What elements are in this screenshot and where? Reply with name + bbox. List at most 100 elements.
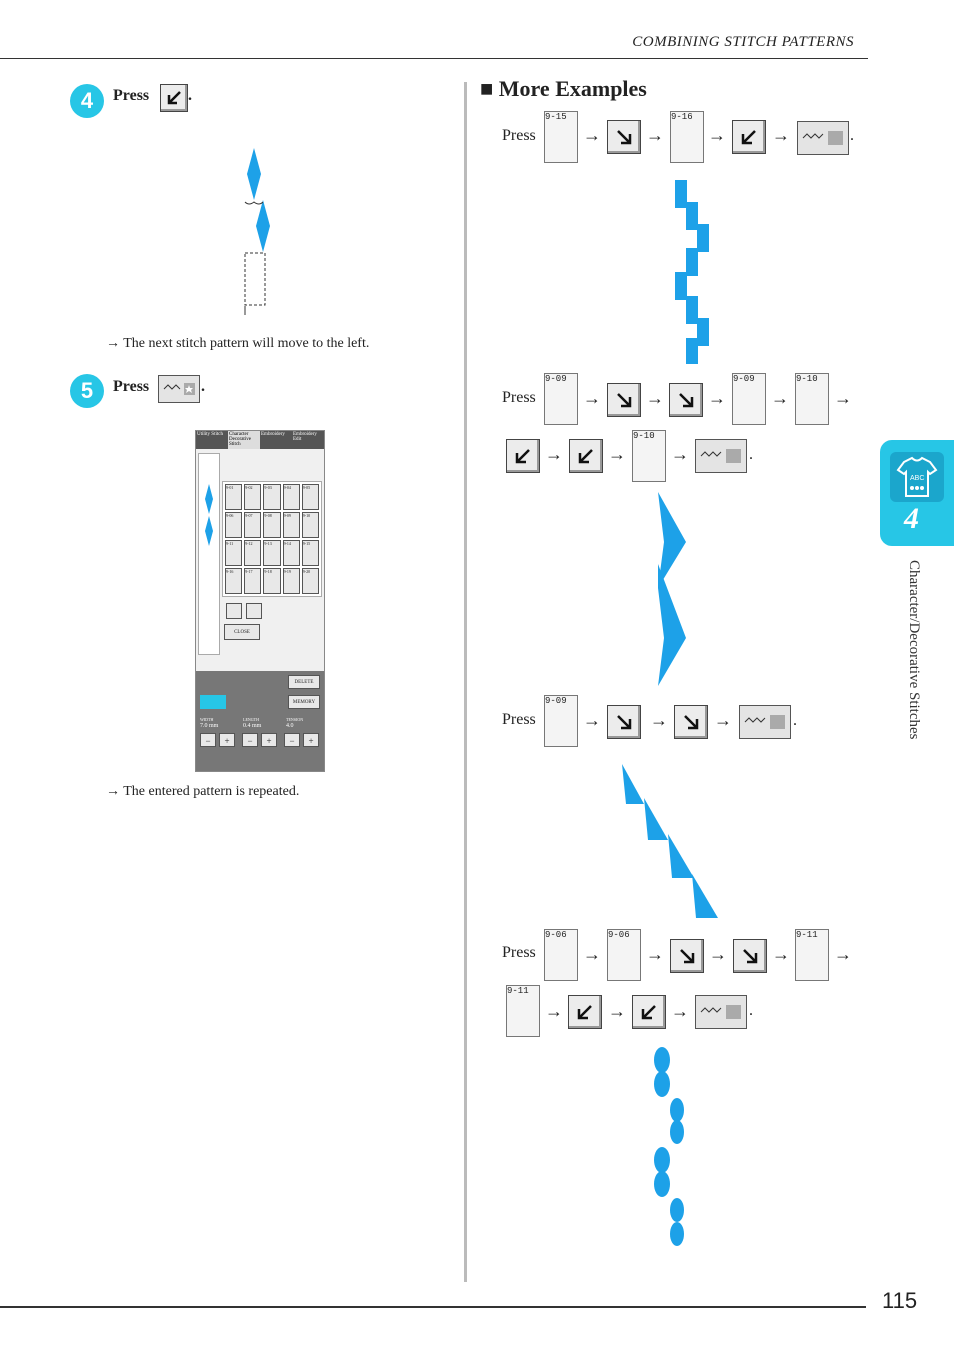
example-3-stitch-illustration <box>622 764 718 918</box>
memory-button[interactable]: MEMORY <box>288 695 320 709</box>
tshirt-icon: ABC <box>890 452 944 502</box>
screen-right-arrow-button[interactable] <box>246 603 262 619</box>
tab-embroidery[interactable]: Embroidery <box>261 432 285 437</box>
stitch-9-09-button[interactable]: 9-09 <box>732 373 766 425</box>
move-left-button[interactable] <box>732 120 766 154</box>
stitch-key[interactable]: 9-12 <box>244 540 262 566</box>
move-left-button[interactable] <box>160 84 188 112</box>
tab-utility[interactable]: Utility Stitch <box>197 432 223 437</box>
tension-minus-button[interactable]: − <box>284 733 300 747</box>
move-right-button[interactable] <box>670 939 704 973</box>
arrow-down-right-icon <box>743 949 758 964</box>
repeat-stitch-icon <box>802 131 843 145</box>
stitch-key[interactable]: 9-17 <box>244 568 262 594</box>
stitch-9-09-button[interactable]: 9-09 <box>544 695 578 747</box>
pattern-preview <box>198 453 220 655</box>
repeat-pattern-button[interactable] <box>739 705 791 739</box>
close-button[interactable]: CLOSE <box>224 624 260 640</box>
arrow: → <box>834 944 852 964</box>
more-examples-heading: ■ More Examples <box>480 76 647 101</box>
stitch-key[interactable]: 9-01 <box>225 484 243 510</box>
move-right-button[interactable] <box>674 705 708 739</box>
arrow: → <box>608 444 626 464</box>
move-right-button[interactable] <box>607 383 641 417</box>
stitch-key[interactable]: 9-15 <box>301 540 319 566</box>
stitch-9-06-button[interactable]: 9-06 <box>607 929 641 981</box>
arrow-down-left-icon <box>577 1005 592 1020</box>
arrow: → <box>583 388 601 408</box>
stitch-key[interactable]: 9-19 <box>282 568 300 594</box>
arrow: → <box>646 388 664 408</box>
arrow-down-right-icon <box>684 715 699 730</box>
arrow: → <box>834 388 852 408</box>
stitch-9-11-button[interactable]: 9-11 <box>795 929 829 981</box>
move-left-button[interactable] <box>568 995 602 1029</box>
move-right-button[interactable] <box>669 383 703 417</box>
stitch-key[interactable]: 9-05 <box>301 484 319 510</box>
stitch-9-06-button[interactable]: 9-06 <box>544 929 578 981</box>
stitch-key[interactable]: 9-16 <box>225 568 243 594</box>
stitch-key[interactable]: 9-09 <box>282 512 300 538</box>
example-1-press: Press <box>502 127 536 144</box>
move-left-button[interactable] <box>569 439 603 473</box>
stitch-9-09-button[interactable]: 9-09 <box>544 373 578 425</box>
stitch-key[interactable]: 9-03 <box>263 484 281 510</box>
arrow: → <box>646 944 664 964</box>
stitch-key[interactable]: 9-18 <box>263 568 281 594</box>
stitch-9-11-button[interactable]: 9-11 <box>506 985 540 1037</box>
move-right-button[interactable] <box>607 120 641 154</box>
tab-embroidery-edit[interactable]: Embroidery Edit <box>293 432 317 442</box>
move-left-button[interactable] <box>506 439 540 473</box>
example-1-stitch-illustration <box>675 180 709 364</box>
width-minus-button[interactable]: − <box>200 733 216 747</box>
repeat-stitch-icon <box>163 383 195 395</box>
stitch-key[interactable]: 9-08 <box>263 512 281 538</box>
length-minus-button[interactable]: − <box>242 733 258 747</box>
stitch-key[interactable]: 9-02 <box>244 484 262 510</box>
repeat-pattern-button[interactable] <box>695 439 747 473</box>
delete-button[interactable]: DELETE <box>288 675 320 689</box>
repeat-pattern-button[interactable] <box>695 995 747 1029</box>
width-value: 7.0 mm <box>200 723 219 729</box>
length-label: LENGTH <box>243 717 259 722</box>
tension-plus-button[interactable]: + <box>303 733 319 747</box>
repeat-pattern-button[interactable] <box>158 375 200 403</box>
stitch-key[interactable]: 9-06 <box>225 512 243 538</box>
stitch-key[interactable]: 9-20 <box>301 568 319 594</box>
period: . <box>749 446 753 463</box>
move-right-button[interactable] <box>607 705 641 739</box>
arrow: → <box>583 125 601 145</box>
stitch-key[interactable]: 9-13 <box>263 540 281 566</box>
move-right-button[interactable] <box>733 939 767 973</box>
arrow-down-left-icon <box>515 449 530 464</box>
step-4-note: → The next stitch pattern will move to t… <box>106 336 369 352</box>
stitch-key[interactable]: 9-10 <box>301 512 319 538</box>
repeat-pattern-button[interactable] <box>797 121 849 155</box>
stitch-9-10-button[interactable]: 9-10 <box>795 373 829 425</box>
step-5-badge: 5 <box>70 374 104 408</box>
chapter-label: Character/Decorative Stitches <box>906 560 922 740</box>
tension-label: TENSION <box>286 717 304 722</box>
screen-left-arrow-button[interactable] <box>226 603 242 619</box>
stitch-9-16-button[interactable]: 9-16 <box>670 111 704 163</box>
move-left-button[interactable] <box>632 995 666 1029</box>
stitch-key[interactable]: 9-14 <box>282 540 300 566</box>
stitch-key[interactable]: 9-07 <box>244 512 262 538</box>
period: . <box>749 1002 753 1019</box>
stitch-9-10-button[interactable]: 9-10 <box>632 430 666 482</box>
width-plus-button[interactable]: + <box>219 733 235 747</box>
stitch-key[interactable]: 9-04 <box>282 484 300 510</box>
arrow: → <box>671 444 689 464</box>
step-4-press: Press <box>113 87 150 104</box>
arrow: → <box>545 1001 563 1021</box>
repeat-stitch-icon <box>744 715 785 729</box>
selected-pattern-display <box>200 695 226 709</box>
page-number: 115 <box>882 1288 918 1313</box>
period: . <box>793 712 797 729</box>
tab-character[interactable]: Character Decorative Stitch <box>228 431 260 449</box>
arrow-down-left-icon <box>578 449 593 464</box>
stitch-9-15-button[interactable]: 9-15 <box>544 111 578 163</box>
arrow: → <box>583 710 601 730</box>
length-plus-button[interactable]: + <box>261 733 277 747</box>
stitch-key[interactable]: 9-11 <box>225 540 243 566</box>
